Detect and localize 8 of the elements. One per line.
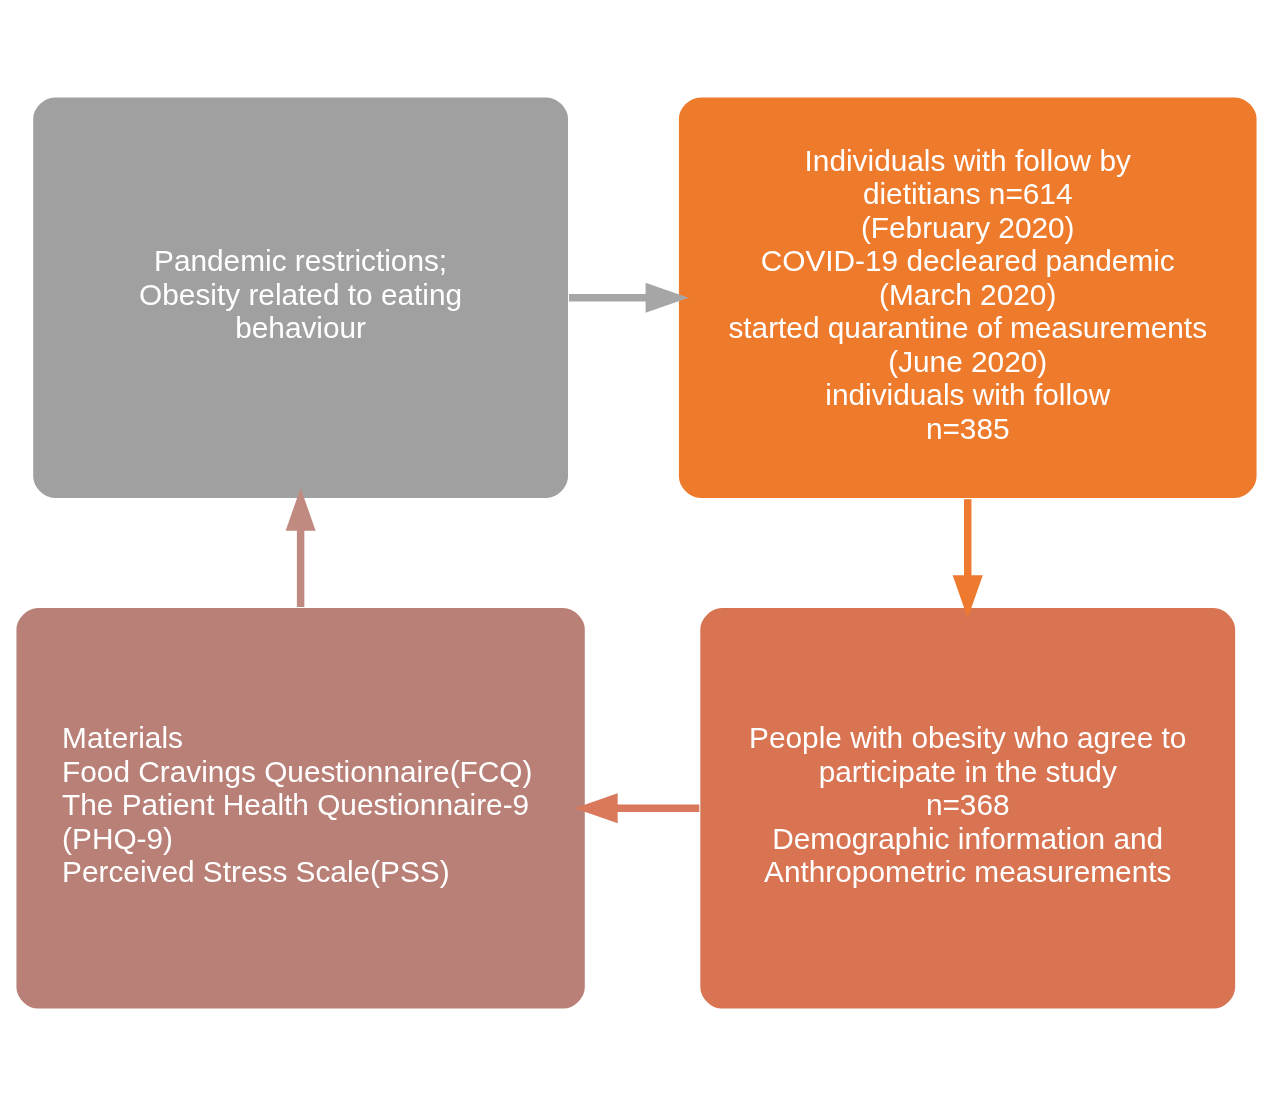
- arrow: [569, 282, 689, 313]
- node-box: People with obesity who agree to participate in the study n=368 Demographic information and Anthropometric measurements: [698, 606, 1237, 1011]
- arrow: [952, 499, 983, 619]
- arrow: [574, 793, 700, 824]
- node-box: Materials Food Cravings Questionnaire(FCQ) The Patient Health Questionnaire-9 (PHQ-9) Perceived Stress Scale(PSS): [14, 606, 587, 1011]
- node-box: Individuals with follow by dietitians n=614 (February 2020) COVID-19 decleared pandemic (March 2020) started quarantine of measurements (June 2020) individuals with follow n=385: [677, 95, 1259, 500]
- arrow: [285, 487, 316, 607]
- node-box: Pandemic restrictions; Obesity related to eating behaviour: [31, 95, 570, 500]
